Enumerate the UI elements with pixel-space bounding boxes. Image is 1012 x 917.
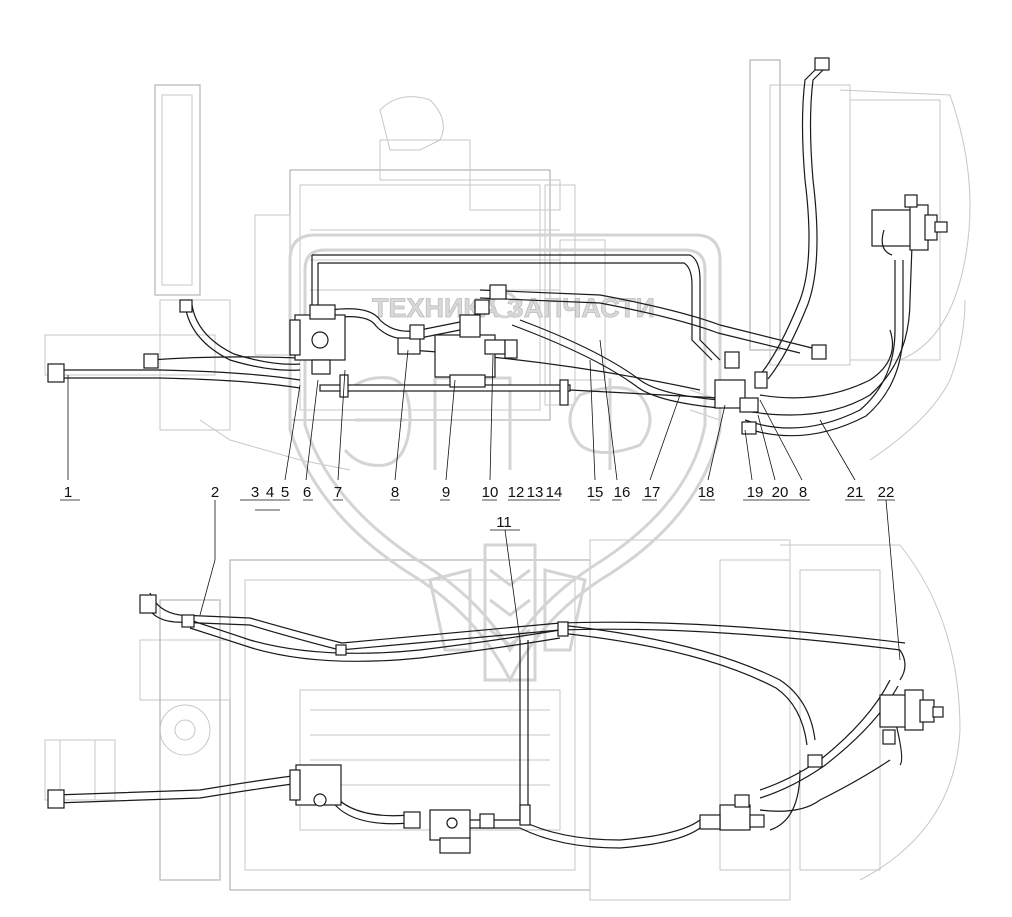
- hydraulic-pump-top: [289, 304, 346, 375]
- callout-16: 16: [614, 484, 631, 501]
- engine-background-bottom: [44, 539, 961, 901]
- fitting-3: [179, 299, 193, 313]
- callout-21: 21: [847, 484, 864, 501]
- callout-8: 8: [391, 484, 399, 501]
- watermark: ТЕХНИКА ЗАПЧАСТИ: [288, 233, 722, 684]
- callout-8b: 8: [799, 484, 807, 501]
- callout-numbers: 1 2 3 4 5 6 7 8 9 10 12 13 14 15 16 17 1…: [64, 484, 895, 531]
- control-valve-bottom: [403, 809, 495, 854]
- callout-5: 5: [281, 484, 289, 501]
- tee-fitting-top: [714, 57, 830, 435]
- callout-14: 14: [546, 484, 563, 501]
- callout-10: 10: [482, 484, 499, 501]
- callout-3: 3: [251, 484, 259, 501]
- callout-9: 9: [442, 484, 450, 501]
- fitting-bottom-left: [139, 594, 157, 614]
- steering-unit-top: [871, 194, 948, 256]
- callout-2: 2: [211, 484, 219, 501]
- leader-lines: [60, 339, 901, 661]
- control-valve-top: [397, 284, 518, 388]
- callout-18: 18: [698, 484, 715, 501]
- callout-11: 11: [496, 514, 512, 531]
- callout-6: 6: [303, 484, 311, 501]
- top-view-hoses: [55, 64, 913, 437]
- engine-background-top: [44, 59, 971, 471]
- callout-20: 20: [772, 484, 789, 501]
- callout-1: 1: [64, 484, 72, 501]
- callout-7: 7: [334, 484, 342, 501]
- callout-12: 12: [508, 484, 525, 501]
- steering-unit-bottom: [879, 689, 944, 745]
- callout-19: 19: [747, 484, 764, 501]
- callout-22: 22: [878, 484, 895, 501]
- callout-15: 15: [587, 484, 604, 501]
- callout-17: 17: [644, 484, 661, 501]
- hydraulic-pump-bottom: [289, 764, 342, 807]
- bottom-view-components: [47, 594, 944, 854]
- fitting-1: [47, 363, 65, 383]
- fitting-2: [143, 353, 159, 369]
- callout-4: 4: [266, 484, 274, 501]
- callout-13: 13: [527, 484, 544, 501]
- tee-fitting-bottom: [699, 754, 823, 831]
